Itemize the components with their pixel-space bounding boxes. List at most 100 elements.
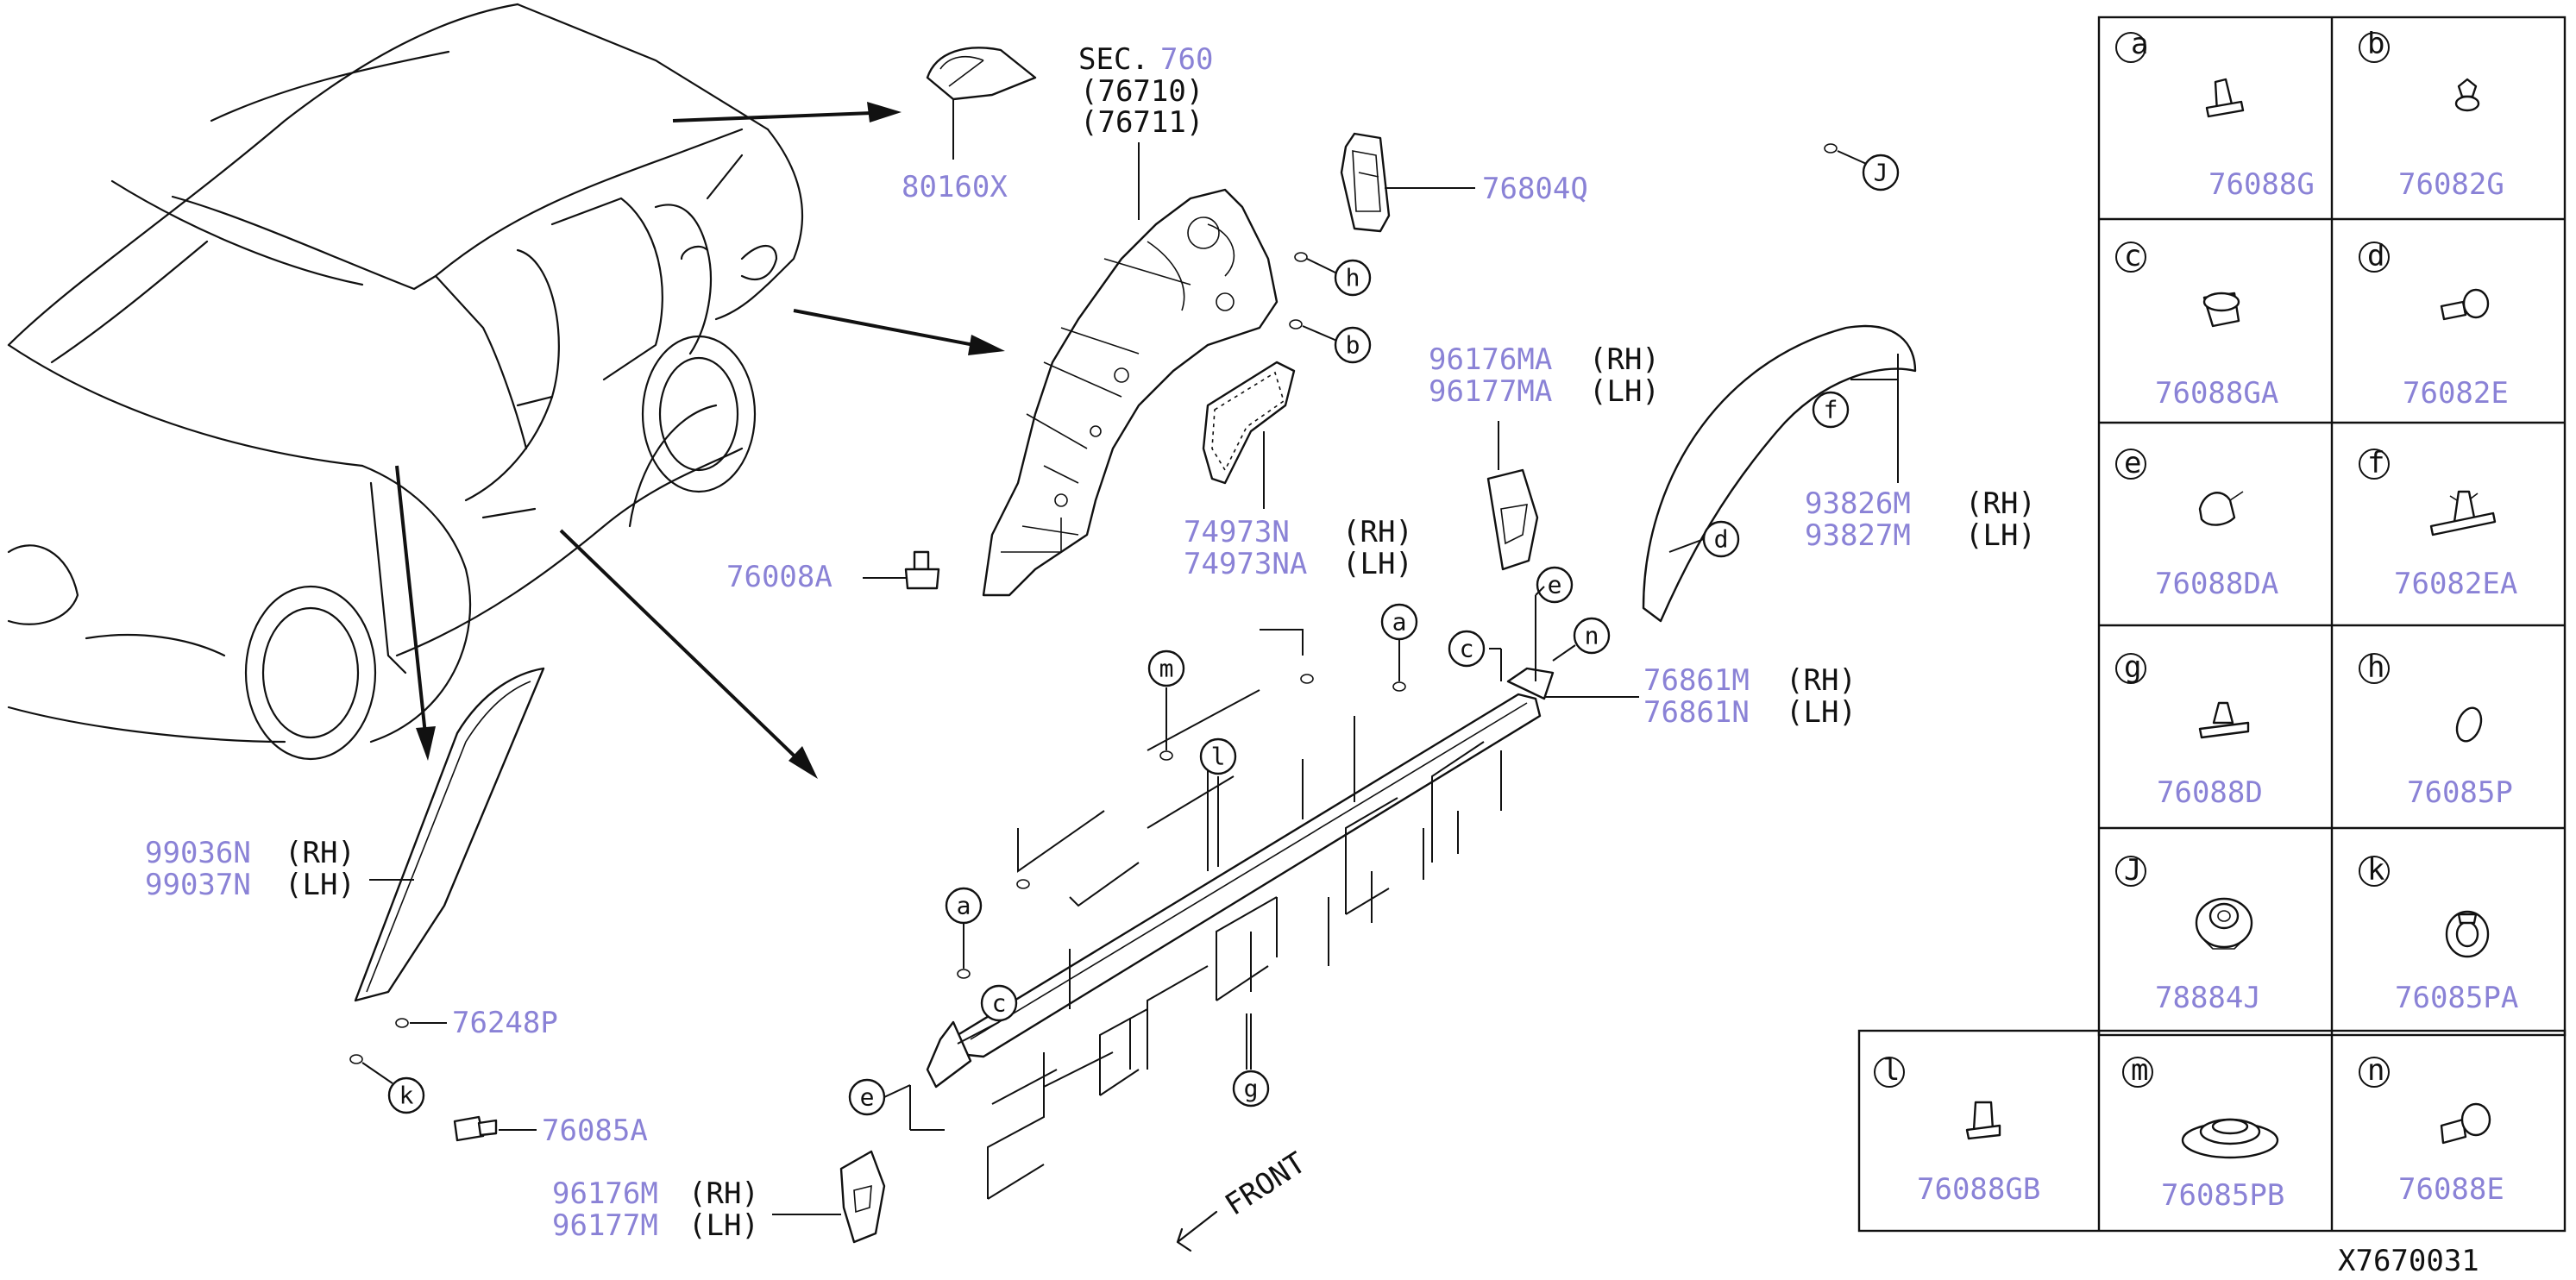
callout-d-arch: d <box>1702 520 1740 558</box>
svg-text:e: e <box>860 1083 875 1112</box>
round-clip-icon <box>2454 78 2480 112</box>
fastener-b-small <box>1289 319 1340 342</box>
label-74973N: 74973N <box>1184 515 1290 549</box>
vehicle-outline <box>7 3 804 761</box>
part-93826M-arch: 93826M (RH) 93827M (LH) <box>1642 324 2036 623</box>
sec-part-76710: (76710) <box>1080 74 1203 109</box>
legend-cell-m: m 76085PB <box>2122 1053 2284 1213</box>
label-76861N-side: (LH) <box>1786 695 1857 730</box>
fir-tree-clip-icon <box>2429 490 2497 536</box>
legend-letter: c <box>2124 239 2141 273</box>
svg-text:m: m <box>1159 655 1174 683</box>
front-indicator: FRONT <box>1176 1145 1312 1252</box>
callout-b-panel: b <box>1334 326 1372 364</box>
legend-cell-g: g 76088D <box>2115 650 2263 810</box>
svg-text:h: h <box>1346 264 1360 292</box>
callout-n-upper: n <box>1573 617 1611 655</box>
svg-text:k: k <box>399 1082 414 1110</box>
label-96176MA-side: (RH) <box>1589 342 1660 377</box>
screw-clip-icon <box>2440 288 2490 321</box>
callout-j-top: J <box>1862 154 1900 191</box>
svg-text:b: b <box>1346 331 1360 360</box>
label-74973NA-side: (LH) <box>1342 547 1413 581</box>
svg-text:l: l <box>1211 743 1226 771</box>
callout-e-upper: e <box>1536 566 1574 604</box>
label-76804Q: 76804Q <box>1482 172 1588 206</box>
flat-grommet-icon <box>2181 1118 2279 1159</box>
sec-number: 760 <box>1160 42 1213 77</box>
oval-plug-icon <box>2455 706 2483 743</box>
label-96176M-side: (RH) <box>688 1176 759 1211</box>
legend-part: 76082G <box>2398 167 2504 202</box>
part-96176M: 96176M (RH) 96177M (LH) <box>552 1150 886 1244</box>
label-76085A: 76085A <box>542 1114 648 1148</box>
legend-cell-a: a 76088G <box>2115 27 2315 202</box>
legend-part: 76088GB <box>1917 1172 2040 1207</box>
part-76804Q: 76804Q <box>1340 132 1588 233</box>
retainer-clip-icon <box>2195 897 2253 950</box>
legend-part: 76088GA <box>2155 376 2278 411</box>
svg-text:a: a <box>1392 608 1407 637</box>
svg-text:f: f <box>1824 396 1838 424</box>
legend-cell-e: e 76088DA <box>2115 446 2278 601</box>
svg-text:a: a <box>957 892 971 920</box>
legend-part: 76085PA <box>2395 981 2518 1015</box>
callout-l: l <box>1199 737 1237 775</box>
callout-a-upper: a <box>1380 603 1418 641</box>
legend-part: 76082E <box>2403 376 2509 411</box>
label-76008A: 76008A <box>726 560 832 594</box>
legend-part: 76088E <box>2398 1172 2504 1207</box>
label-93827M-side: (LH) <box>1965 518 2036 553</box>
sill-clip-dots <box>957 640 1406 1070</box>
callout-f-arch: f <box>1812 391 1850 429</box>
legend-letter: h <box>2367 650 2384 685</box>
legend-cell-d: d 76082E <box>2359 239 2509 411</box>
legend-letter: k <box>2367 853 2384 888</box>
label-76861M: 76861M <box>1643 663 1750 698</box>
sill-clip-positions <box>987 629 1502 1200</box>
legend-letter: n <box>2367 1053 2384 1088</box>
arrow-clip-icon <box>2198 701 2250 739</box>
legend-letter: f <box>2367 446 2384 480</box>
svg-text:n: n <box>1585 622 1599 650</box>
sec-part-76711: (76711) <box>1080 105 1203 140</box>
part-76085A: 76085A <box>453 1114 648 1148</box>
part-96176MA: 96176MA (RH) 96177MA (LH) <box>1429 342 1660 571</box>
legend-cell-c: c 76088GA <box>2115 239 2278 411</box>
label-74973N-side: (RH) <box>1342 515 1413 549</box>
label-80160X: 80160X <box>902 170 1008 204</box>
sec-760-reference: SEC. 760 (76710) (76711) <box>1078 42 1213 140</box>
grommet-clip-icon <box>2202 292 2240 328</box>
front-label: FRONT <box>1219 1145 1312 1222</box>
label-76861M-side: (RH) <box>1786 663 1857 698</box>
part-74973N: 74973N (RH) 74973NA (LH) <box>1184 361 1413 581</box>
fastener-k-small <box>349 1054 393 1084</box>
legend-part: 76088D <box>2157 775 2263 810</box>
legend-letter: d <box>2367 239 2384 273</box>
legend-part: 76088DA <box>2155 567 2278 601</box>
legend-part: 78884J <box>2155 981 2261 1015</box>
label-96177MA: 96177MA <box>1429 374 1552 409</box>
label-74973NA: 74973NA <box>1184 547 1307 581</box>
svg-text:d: d <box>1714 525 1729 554</box>
legend-letter: b <box>2367 27 2384 61</box>
callout-h-panel: h <box>1334 259 1372 297</box>
label-99037N: 99037N <box>145 868 251 902</box>
part-76008A: 76008A <box>726 550 940 594</box>
callout-a-lower: a <box>945 887 983 925</box>
callout-c-lower: c <box>980 984 1018 1022</box>
legend-cell-k: k 76085PA <box>2359 853 2518 1015</box>
svg-text:c: c <box>1460 635 1474 663</box>
label-99036N-side: (RH) <box>285 836 355 870</box>
label-96177M-side: (LH) <box>688 1208 759 1243</box>
fastener-j-small <box>1824 143 1871 166</box>
square-clip-icon <box>1965 1101 2001 1140</box>
legend-letter: l <box>1882 1053 1900 1088</box>
svg-text:g: g <box>1244 1075 1259 1103</box>
svg-text:e: e <box>1548 571 1562 599</box>
callout-m: m <box>1147 649 1185 687</box>
legend-cell-j: J 78884J <box>2115 853 2261 1015</box>
callout-g: g <box>1232 1070 1270 1107</box>
push-clip-icon <box>2205 78 2245 118</box>
